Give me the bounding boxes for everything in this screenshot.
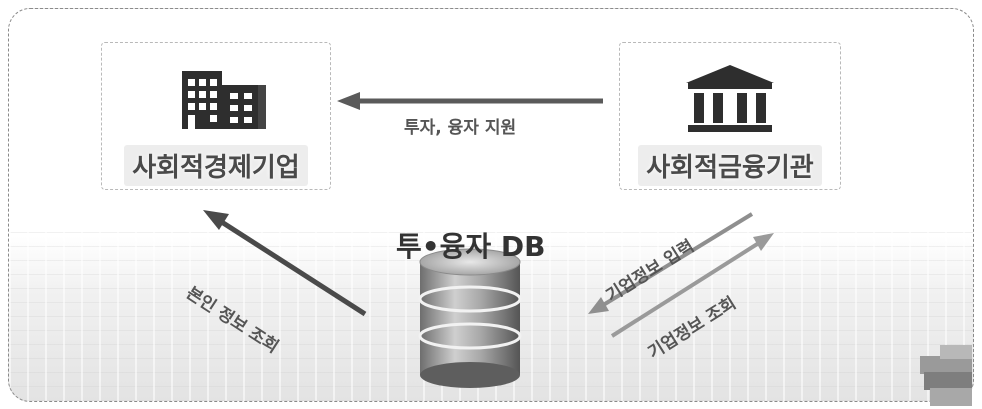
enterprise-node: 사회적경제기업 (101, 42, 331, 190)
database-title: 투•융자 DB (396, 230, 546, 263)
institution-label: 사회적금융기관 (620, 145, 840, 186)
arrow-institution-to-enterprise (337, 92, 603, 110)
money-stack-icon (920, 345, 972, 406)
bank-icon (686, 65, 774, 132)
label-institution-to-enterprise: 투자, 융자 지원 (404, 118, 517, 138)
arrow-institution-to-db (588, 212, 754, 314)
arrow-db-to-institution (610, 233, 774, 338)
building-icon (182, 71, 266, 129)
arrow-db-to-enterprise (203, 210, 367, 317)
institution-node: 사회적금융기관 (619, 42, 841, 190)
enterprise-label: 사회적경제기업 (102, 145, 330, 186)
database-icon (418, 248, 522, 388)
